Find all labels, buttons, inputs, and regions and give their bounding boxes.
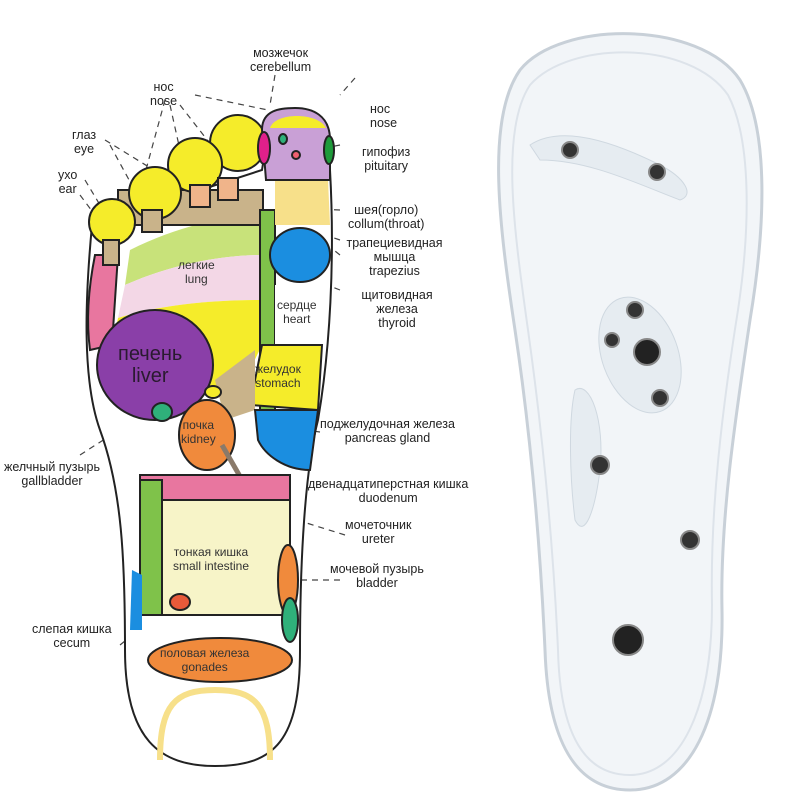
magnet — [648, 163, 666, 181]
magnet — [561, 141, 579, 159]
kidney-zone — [178, 399, 236, 471]
lung-band-green — [125, 215, 262, 285]
colon-top — [139, 474, 291, 501]
throat-zone — [275, 180, 330, 225]
duodenum-zone — [215, 350, 255, 420]
gallbladder-zone — [151, 402, 173, 422]
magnet — [680, 530, 700, 550]
magnetic-insole — [497, 32, 764, 792]
magnet — [590, 455, 610, 475]
toe-1 — [88, 198, 136, 246]
small-intestine-zone — [139, 499, 291, 616]
magnet — [612, 624, 644, 656]
cecum-zone — [130, 570, 142, 630]
magnet — [651, 389, 669, 407]
heart-zone — [275, 285, 320, 345]
magnet — [626, 301, 644, 319]
magnet — [633, 338, 661, 366]
gonades-zone — [147, 637, 293, 683]
liver-zone — [96, 309, 214, 421]
lung-band-pink — [118, 255, 262, 318]
trapezius-zone — [269, 227, 331, 283]
colon-left — [139, 479, 163, 616]
label-throat: шея(горло)collum(throat) — [348, 203, 425, 231]
insole-outline — [497, 32, 764, 792]
heel-arc — [157, 686, 273, 761]
pancreas-zone — [253, 409, 320, 472]
foot-reflexology-map — [85, 106, 335, 768]
magnet — [604, 332, 620, 348]
